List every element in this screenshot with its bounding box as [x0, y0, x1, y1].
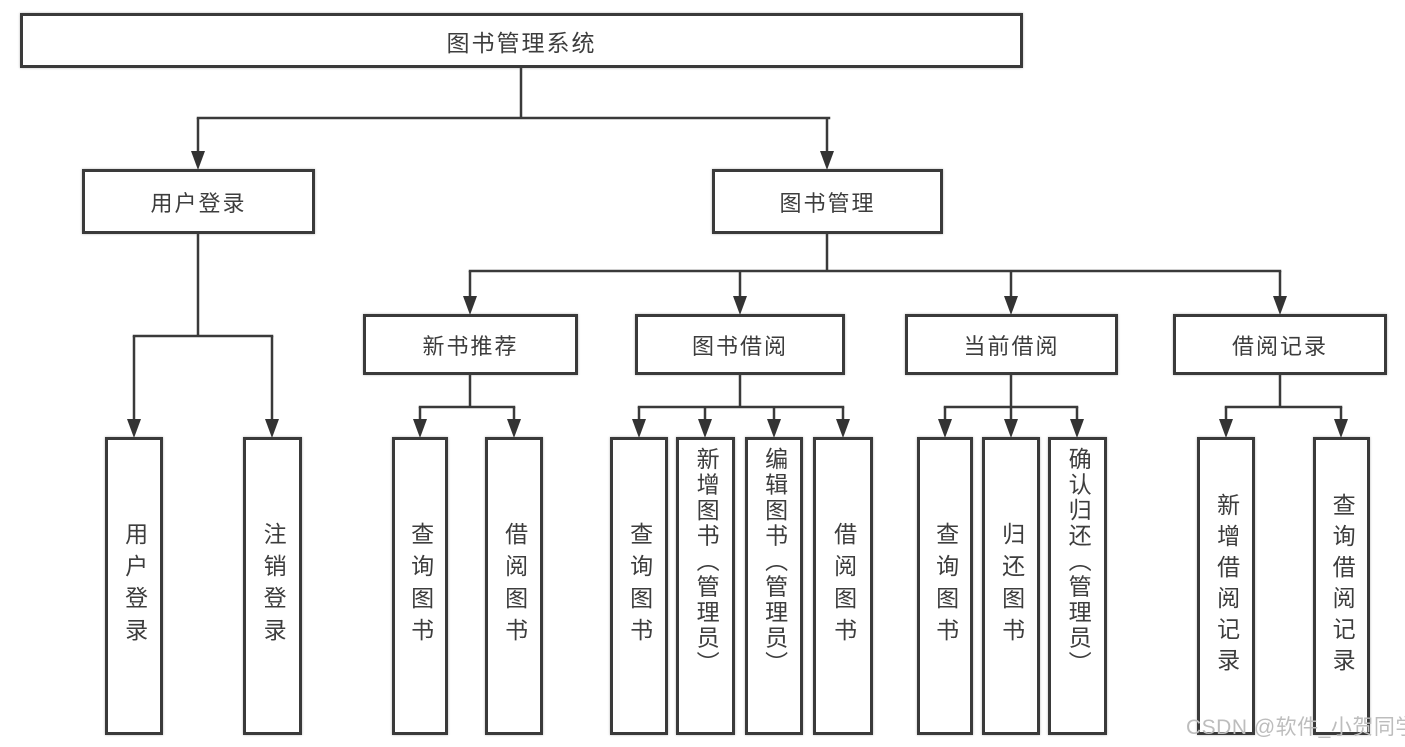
- node-leaf-add-borrow-record-label: 新增借阅记录: [1213, 493, 1240, 679]
- node-leaf-current-query-books: 查询图书: [917, 437, 973, 735]
- node-leaf-logout: 注销登录: [243, 437, 302, 735]
- node-leaf-logout-label: 注销登录: [260, 522, 287, 650]
- node-book-management-label: 图书管理: [779, 190, 876, 216]
- node-root-label: 图书管理系统: [446, 29, 597, 56]
- node-leaf-borrowing-borrow-books: 借阅图书: [813, 437, 873, 735]
- node-leaf-recommend-query-books: 查询图书: [392, 437, 448, 735]
- node-root: 图书管理系统: [20, 13, 1023, 68]
- node-leaf-recommend-borrow-books-label: 借阅图书: [501, 522, 528, 650]
- node-current-borrowing-label: 当前借阅: [963, 333, 1060, 359]
- node-new-book-recommend-label: 新书推荐: [422, 333, 519, 359]
- node-leaf-borrowing-query-books-label: 查询图书: [626, 522, 653, 650]
- node-leaf-add-books-admin-label: 新增图书（管理员）: [693, 447, 720, 677]
- node-leaf-query-borrow-record: 查询借阅记录: [1313, 437, 1370, 735]
- node-current-borrowing: 当前借阅: [905, 314, 1118, 375]
- node-leaf-confirm-return-admin-label: 确认归还（管理员）: [1065, 447, 1092, 677]
- node-leaf-borrowing-borrow-books-label: 借阅图书: [830, 522, 857, 650]
- csdn-watermark: CSDN @软件_小贺同学: [1186, 716, 1405, 739]
- node-leaf-edit-books-admin-label: 编辑图书（管理员）: [761, 447, 788, 677]
- node-leaf-user-login: 用户登录: [105, 437, 163, 735]
- node-leaf-user-login-label: 用户登录: [121, 522, 148, 650]
- node-new-book-recommend: 新书推荐: [363, 314, 578, 375]
- arrowheads: [127, 151, 1348, 438]
- node-leaf-add-borrow-record: 新增借阅记录: [1197, 437, 1255, 735]
- node-borrowing-records-label: 借阅记录: [1231, 333, 1328, 359]
- node-leaf-query-borrow-record-label: 查询借阅记录: [1329, 493, 1356, 679]
- node-leaf-return-books: 归还图书: [982, 437, 1040, 735]
- node-book-borrowing: 图书借阅: [635, 314, 845, 375]
- node-leaf-add-books-admin: 新增图书（管理员）: [676, 437, 735, 735]
- node-borrowing-records: 借阅记录: [1173, 314, 1387, 375]
- node-leaf-recommend-borrow-books: 借阅图书: [485, 437, 543, 735]
- node-leaf-edit-books-admin: 编辑图书（管理员）: [745, 437, 803, 735]
- node-book-management: 图书管理: [712, 169, 943, 234]
- node-user-login-label: 用户登录: [150, 190, 247, 216]
- node-leaf-return-books-label: 归还图书: [998, 522, 1025, 650]
- node-book-borrowing-label: 图书借阅: [691, 333, 788, 359]
- node-leaf-current-query-books-label: 查询图书: [932, 522, 959, 650]
- node-user-login: 用户登录: [82, 169, 315, 234]
- node-leaf-borrowing-query-books: 查询图书: [610, 437, 668, 735]
- node-leaf-confirm-return-admin: 确认归还（管理员）: [1048, 437, 1107, 735]
- node-leaf-recommend-query-books-label: 查询图书: [407, 522, 434, 650]
